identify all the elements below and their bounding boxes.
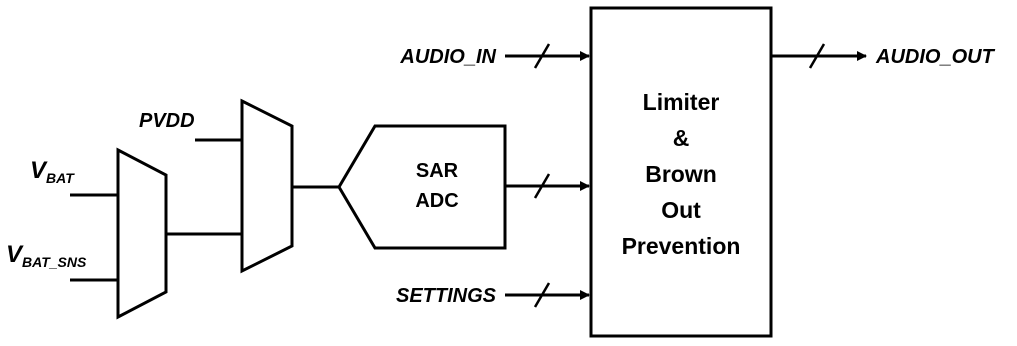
- vbat-label-main: V: [30, 157, 48, 184]
- audio-in-bus-slash: [533, 43, 551, 69]
- sar-adc-label-line1: SAR: [416, 160, 459, 182]
- limiter-label-line1: Limiter: [643, 89, 720, 115]
- sar-adc-block: [337, 124, 507, 250]
- limiter-label-line3: Brown: [645, 161, 717, 187]
- limiter-label-line4: Out: [661, 197, 701, 223]
- mux-vbat: [116, 147, 168, 320]
- audio-in-label: AUDIO_IN: [399, 46, 496, 68]
- adc-bus-slash: [533, 173, 551, 199]
- audio-out-label: AUDIO_OUT: [875, 46, 996, 68]
- vbat-sns-label-sub: BAT_SNS: [22, 254, 87, 270]
- vbat-sns-label: VBAT_SNS: [6, 241, 87, 270]
- mux-pvdd: [240, 98, 294, 274]
- settings-bus-slash: [533, 282, 551, 308]
- sar-adc-label-line2: ADC: [415, 190, 458, 212]
- vbat-label-sub: BAT: [46, 170, 75, 186]
- pvdd-label: PVDD: [139, 110, 195, 132]
- vbat-sns-label-main: V: [6, 241, 24, 268]
- audio-out-bus-slash: [808, 43, 826, 69]
- vbat-label: VBAT: [30, 157, 75, 186]
- settings-label: SETTINGS: [396, 285, 497, 307]
- limiter-label-line5: Prevention: [622, 233, 741, 259]
- limiter-label-line2: &: [673, 125, 690, 151]
- limiter-block: [589, 6, 773, 338]
